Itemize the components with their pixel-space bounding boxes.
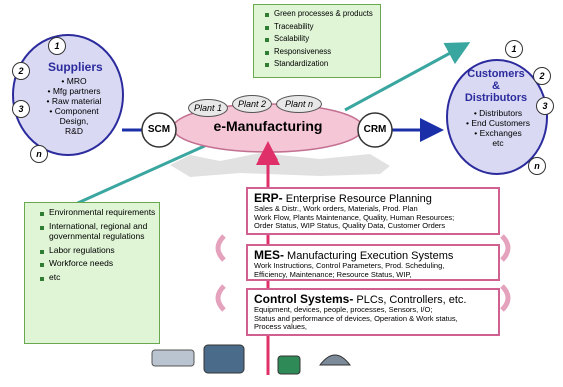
goals-list: Green processes & products Traceability …: [262, 8, 380, 71]
suppliers-title: Suppliers: [48, 60, 103, 74]
mes-details: Work Instructions, Control Parameters, P…: [254, 261, 445, 279]
mes-box: MES- Manufacturing Execution Systems Wor…: [246, 244, 500, 281]
customer-item: • End Customers: [466, 118, 530, 128]
equipment-bearing: [318, 354, 352, 366]
factory-silhouette: [170, 153, 390, 177]
curl-right-1: [500, 234, 511, 262]
supplier-item: R&D: [65, 126, 83, 136]
customers-oval: [446, 59, 548, 175]
customer-num-n: n: [528, 157, 546, 175]
erp-box: ERP- Enterprise Resource Planning Sales …: [246, 187, 500, 235]
goal-item: Scalability: [265, 33, 380, 46]
customer-item: • Distributors: [473, 108, 523, 118]
goal-item: Responsiveness: [265, 46, 380, 59]
supplier-item: Design,: [59, 116, 89, 126]
plant-2: Plant 2: [232, 95, 272, 113]
center-title: e-Manufacturing: [213, 118, 323, 134]
supplier-num-n: n: [30, 145, 48, 163]
curl-left-1: [215, 234, 226, 262]
crm-label: CRM: [363, 124, 387, 135]
scm-label: SCM: [147, 124, 171, 135]
constraint-item: Environmental requirements: [40, 207, 164, 218]
equipment-cylinder: [151, 349, 195, 367]
equipment-motor: [203, 344, 245, 374]
customer-num-2: 2: [533, 67, 551, 85]
customer-num-1: 1: [505, 40, 523, 58]
constraint-item: Labor regulations: [40, 245, 164, 256]
goal-item: Traceability: [265, 21, 380, 34]
customers-list: • Distributors • End Customers • Exchang…: [448, 108, 548, 148]
plant-1: Plant 1: [188, 99, 228, 117]
control-details: Equipment, devices, people, processes, S…: [254, 305, 458, 332]
supplier-num-3: 3: [12, 100, 30, 118]
supplier-item: • Component: [49, 106, 99, 116]
goals-box: Green processes & products Traceability …: [253, 4, 381, 78]
supplier-item: • Mfg partners: [47, 86, 101, 96]
customer-item: • Exchanges: [474, 128, 522, 138]
supplier-item: • MRO: [61, 76, 87, 86]
suppliers-list: • MRO • Mfg partners • Raw material • Co…: [40, 76, 108, 136]
constraints-list: Environmental requirements International…: [37, 207, 164, 282]
pink-arrowhead: [258, 142, 278, 160]
customers-title: Customers & Distributors: [464, 68, 528, 104]
mes-title: MES- Manufacturing Execution Systems: [254, 248, 454, 262]
customer-num-3: 3: [536, 97, 554, 115]
control-title: Control Systems- PLCs, Controllers, etc.: [254, 292, 467, 306]
crm-circle: [357, 112, 393, 148]
goal-item: Standardization: [265, 58, 380, 71]
curl-right-2: [500, 284, 511, 312]
curl-left-2: [215, 284, 226, 312]
goal-item: Green processes & products: [265, 8, 380, 21]
scm-circle: [141, 112, 177, 148]
supplier-num-1: 1: [48, 37, 66, 55]
customer-item: etc: [492, 138, 504, 148]
erp-title: ERP- Enterprise Resource Planning: [254, 191, 432, 205]
constraint-item: etc: [40, 272, 164, 283]
control-box: Control Systems- PLCs, Controllers, etc.…: [246, 288, 500, 336]
suppliers-oval: [12, 34, 124, 156]
erp-details: Sales & Distr., Work orders, Materials, …: [254, 204, 455, 231]
constraints-box: Environmental requirements International…: [24, 202, 160, 344]
teal-arrow-upper: [344, 42, 471, 112]
constraint-item: International, regional and governmental…: [40, 221, 164, 242]
equipment-device: [277, 355, 301, 375]
supplier-num-2: 2: [12, 62, 30, 80]
constraint-item: Workforce needs: [40, 258, 164, 269]
supplier-item: • Raw material: [46, 96, 102, 106]
plant-n: Plant n: [276, 95, 322, 113]
